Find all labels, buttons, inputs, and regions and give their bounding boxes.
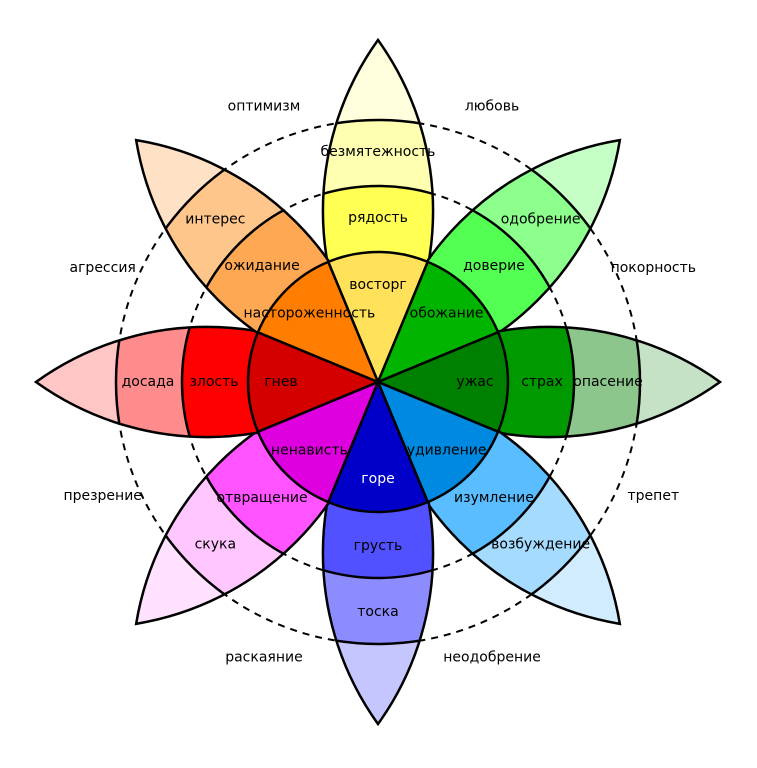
- emotion-label-middle: злость: [189, 374, 238, 390]
- petal-middle-band: [180, 326, 378, 438]
- petal-middle-band: [378, 382, 576, 580]
- emotion-label-middle: грусть: [354, 538, 403, 554]
- core-wedge: [376, 331, 510, 433]
- petal-outer-band: [322, 118, 434, 382]
- core-wedges: [246, 250, 510, 514]
- core-wedge: [256, 380, 380, 504]
- emotion-label-inner: восторг: [349, 277, 406, 293]
- emotion-label-middle: ожидание: [224, 258, 299, 274]
- petal-middle-band: [378, 326, 576, 438]
- emotion-label-inner: обожание: [410, 305, 484, 321]
- petal-outer-band: [322, 382, 434, 646]
- petal-middle-band: [180, 184, 378, 382]
- emotion-label-inner: удивление: [407, 443, 487, 459]
- emotion-label-outer: тоска: [357, 604, 398, 620]
- emotion-label-middle: рядость: [348, 210, 408, 226]
- emotion-label-outer: возбуждение: [491, 537, 590, 553]
- emotion-label-middle: отвращение: [216, 490, 307, 506]
- petal-middle-band: [322, 382, 434, 580]
- dyad-label: агрессия: [70, 260, 136, 276]
- emotion-label-outer: опасение: [573, 374, 642, 390]
- emotion-label-outer: безмятежность: [321, 144, 436, 160]
- emotion-label-outer: одобрение: [501, 211, 581, 227]
- emotion-label-inner: гнев: [264, 374, 297, 390]
- emotion-label-outer: досада: [122, 374, 175, 390]
- petal-middle-band: [322, 184, 434, 382]
- core-wedge: [246, 331, 380, 433]
- petal-middle-band: [180, 382, 378, 580]
- dyad-label: раскаяние: [225, 649, 303, 665]
- emotion-label-outer: скука: [195, 537, 236, 553]
- dyad-label: любовь: [465, 99, 519, 115]
- petal-outer-band: [114, 326, 378, 438]
- petal-outer-band: [378, 326, 642, 438]
- petal-middle-band: [378, 184, 576, 382]
- emotion-label-inner: горе: [361, 471, 394, 487]
- emotion-label-middle: изумление: [454, 490, 534, 506]
- dyad-label: презрение: [63, 488, 141, 504]
- core-wedge: [376, 260, 500, 384]
- labels: восторг рядость безмятежность обожание довер…: [63, 99, 696, 666]
- dyad-label: оптимизм: [228, 99, 301, 115]
- core-wedge: [376, 380, 500, 504]
- emotion-label-inner: ужас: [456, 374, 493, 390]
- emotion-label-inner: ненависть: [271, 443, 348, 459]
- dyad-label: трепет: [628, 488, 680, 504]
- dyad-label: покорность: [611, 260, 696, 276]
- core-wedge: [256, 260, 380, 384]
- core-wedge: [327, 380, 429, 514]
- emotion-label-outer: интерес: [185, 211, 245, 227]
- emotion-label-inner: настороженность: [244, 305, 376, 321]
- dyad-label: неодобрение: [443, 649, 541, 665]
- petals: [33, 37, 723, 727]
- emotion-label-middle: страх: [521, 374, 563, 390]
- core-wedge: [327, 250, 429, 384]
- emotion-label-middle: доверие: [463, 258, 525, 274]
